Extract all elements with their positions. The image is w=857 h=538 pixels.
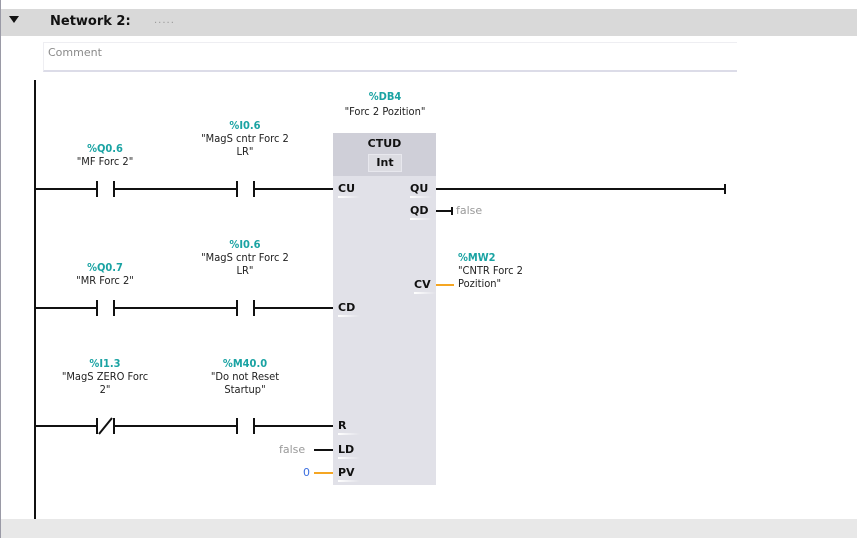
operand-name-cont: Startup" (224, 383, 266, 396)
network-comment-field[interactable]: Comment (43, 42, 737, 72)
pv-value[interactable]: 0 (303, 466, 310, 479)
pin-cv[interactable]: CV (414, 278, 436, 294)
next-network-bar (1, 519, 857, 538)
qd-value[interactable]: false (456, 204, 483, 217)
cv-name-cont: Pozition" (458, 277, 502, 290)
pin-pv[interactable]: PV (338, 466, 360, 482)
instance-db-label[interactable]: %DB4 "Forc 2 Pozition" (320, 90, 450, 118)
operand-address: %Q0.6 (87, 142, 123, 155)
contact-operand-2[interactable]: %I0.6 "MagS cntr Forc 2 LR" (175, 119, 315, 158)
editor-left-border (0, 0, 1, 538)
pin-cd[interactable]: CD (338, 301, 361, 317)
operand-name: "MF Forc 2" (76, 155, 134, 168)
contact-no-icon (96, 181, 126, 197)
network-title-placeholder[interactable]: ..... (154, 15, 175, 26)
cv-operand[interactable]: %MW2 "CNTR Forc 2 Pozition" (458, 251, 523, 290)
operand-address: %I1.3 (89, 357, 121, 370)
contact-operand-4[interactable]: %I0.6 "MagS cntr Forc 2 LR" (175, 238, 315, 277)
operand-address: %I0.6 (229, 119, 261, 132)
instance-db-address: %DB4 (368, 90, 402, 103)
contact-no-icon (236, 300, 258, 316)
cv-address: %MW2 (458, 251, 496, 264)
contact-no-icon (236, 181, 258, 197)
pin-qd[interactable]: QD (410, 204, 433, 220)
contact-no-icon (236, 418, 258, 434)
block-datatype-selector[interactable]: Int (368, 154, 402, 172)
contact-nc-icon (96, 417, 126, 435)
comment-placeholder: Comment (48, 46, 102, 59)
operand-name: "MagS ZERO Forc (61, 370, 149, 383)
operand-name-cont: LR" (236, 145, 254, 158)
operand-name-cont: LR" (236, 264, 254, 277)
ctud-counter-block[interactable]: CTUD Int (333, 133, 436, 485)
pin-ld[interactable]: LD (338, 443, 361, 459)
operand-address: %Q0.7 (87, 261, 123, 274)
ld-value[interactable]: false (279, 443, 306, 456)
pin-qu[interactable]: QU (410, 182, 433, 198)
block-type-label: CTUD (367, 137, 402, 150)
instance-db-name: "Forc 2 Pozition" (344, 105, 426, 118)
operand-name: "MagS cntr Forc 2 (201, 132, 289, 145)
network-header[interactable]: Network 2: ..... (1, 9, 857, 36)
operand-name: "Do not Reset (210, 370, 280, 383)
operand-address: %I0.6 (229, 238, 261, 251)
pin-r[interactable]: R (338, 419, 362, 435)
block-header: CTUD Int (333, 133, 436, 176)
operand-name-cont: 2" (99, 383, 111, 396)
cv-name: "CNTR Forc 2 (458, 264, 523, 277)
operand-address: %M40.0 (222, 357, 268, 370)
collapse-triangle-icon[interactable] (9, 16, 19, 23)
contact-operand-1[interactable]: %Q0.6 "MF Forc 2" (50, 142, 160, 168)
contact-operand-5[interactable]: %I1.3 "MagS ZERO Forc 2" (40, 357, 170, 396)
network-title[interactable]: Network 2: (50, 14, 131, 29)
operand-name: "MagS cntr Forc 2 (201, 251, 289, 264)
contact-no-icon (96, 300, 126, 316)
pin-cu[interactable]: CU (338, 182, 361, 198)
contact-operand-6[interactable]: %M40.0 "Do not Reset Startup" (180, 357, 310, 396)
operand-name: "MR Forc 2" (76, 274, 134, 287)
contact-operand-3[interactable]: %Q0.7 "MR Forc 2" (50, 261, 160, 287)
